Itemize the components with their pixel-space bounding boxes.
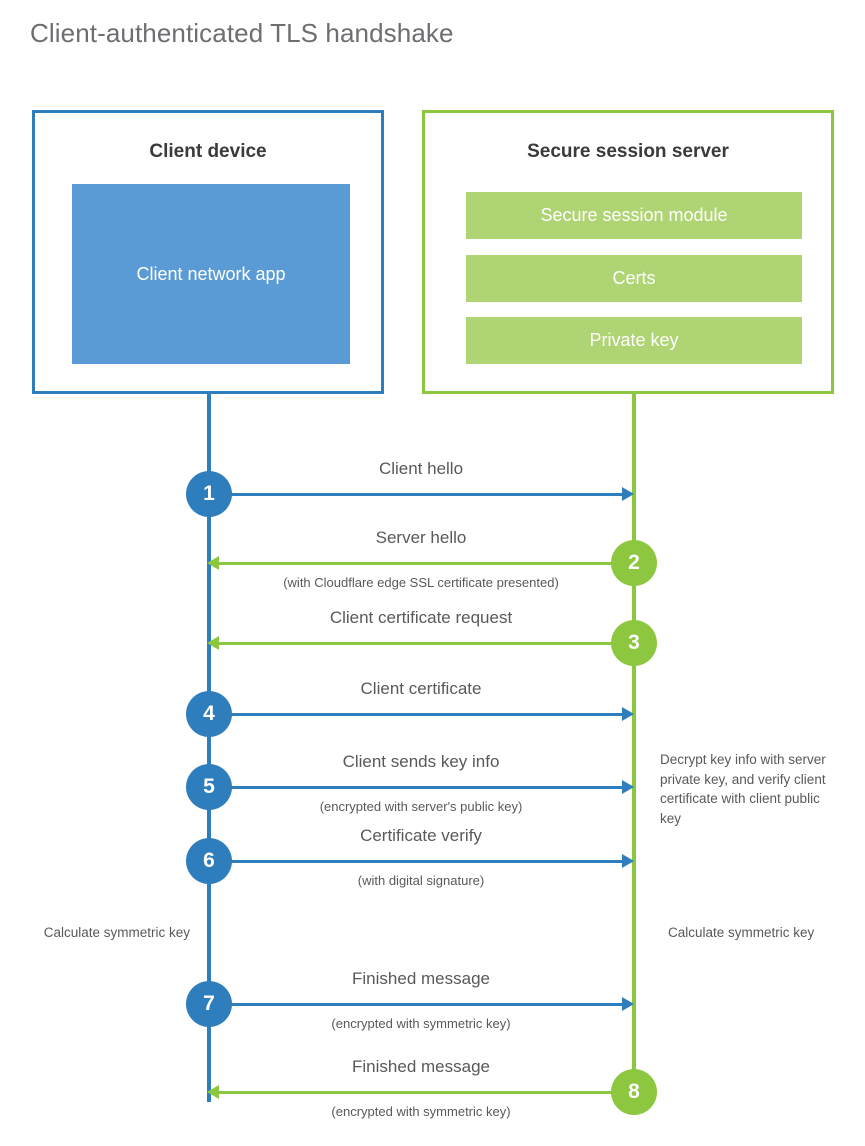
step-badge-4[interactable]: 4	[186, 691, 232, 737]
step-badge-6[interactable]: 6	[186, 838, 232, 884]
message-label-1: Client hello	[378, 459, 464, 478]
message-sublabel-2: (with Cloudflare edge SSL certificate pr…	[283, 575, 559, 590]
arrow-head-1	[622, 487, 634, 501]
step-badge-3[interactable]: 3	[611, 620, 657, 666]
arrow-head-6	[622, 854, 634, 868]
arrow-line-7	[209, 1003, 624, 1006]
annotation-calculate-symmetric-key-server: Calculate symmetric key	[668, 925, 815, 940]
secure-session-server-box: Secure session server Secure session mod…	[422, 110, 834, 394]
message-sublabel-8: (encrypted with symmetric key)	[331, 1104, 511, 1119]
arrow-line-6	[209, 860, 624, 863]
step-badge-2[interactable]: 2	[611, 540, 657, 586]
step-badge-1[interactable]: 1	[186, 471, 232, 517]
step-badge-5[interactable]: 5	[186, 764, 232, 810]
server-row-certs: Certs	[466, 255, 802, 302]
client-lifeline	[207, 393, 211, 1102]
arrow-line-8	[219, 1091, 634, 1094]
arrow-line-4	[209, 713, 624, 716]
arrow-line-1	[209, 493, 624, 496]
message-sublabel-7: (encrypted with symmetric key)	[331, 1016, 511, 1031]
message-label-4: Client certificate	[360, 679, 482, 698]
secure-session-server-title: Secure session server	[527, 141, 729, 162]
client-device-box: Client device Client network app	[32, 110, 384, 394]
step-badge-7[interactable]: 7	[186, 981, 232, 1027]
server-row-secure-session-module: Secure session module	[466, 192, 802, 239]
page-title: Client-authenticated TLS handshake	[30, 18, 454, 48]
annotation-server-decrypt: Decrypt key info with server private key…	[660, 752, 826, 826]
step-badge-8[interactable]: 8	[611, 1069, 657, 1115]
annotation-calculate-symmetric-key-client: Calculate symmetric key	[43, 925, 190, 940]
arrow-line-3	[219, 642, 634, 645]
arrow-line-5	[209, 786, 624, 789]
client-device-title: Client device	[149, 141, 267, 162]
arrow-head-7	[622, 997, 634, 1011]
arrow-head-2	[207, 556, 219, 570]
message-label-8: Finished message	[352, 1057, 490, 1076]
message-label-5: Client sends key info	[342, 752, 500, 771]
arrow-head-3	[207, 636, 219, 650]
arrow-line-2	[219, 562, 634, 565]
arrow-head-8	[207, 1085, 219, 1099]
client-network-app-block: Client network app	[72, 184, 350, 364]
arrow-head-5	[622, 780, 634, 794]
arrow-head-4	[622, 707, 634, 721]
message-label-2: Server hello	[375, 528, 467, 547]
server-lifeline	[632, 393, 636, 1102]
server-row-private-key: Private key	[466, 317, 802, 364]
message-label-3: Client certificate request	[329, 608, 513, 627]
message-label-7: Finished message	[352, 969, 490, 988]
message-sublabel-5: (encrypted with server's public key)	[319, 799, 523, 814]
message-label-6: Certificate verify	[360, 826, 482, 845]
message-sublabel-6: (with digital signature)	[357, 873, 485, 888]
